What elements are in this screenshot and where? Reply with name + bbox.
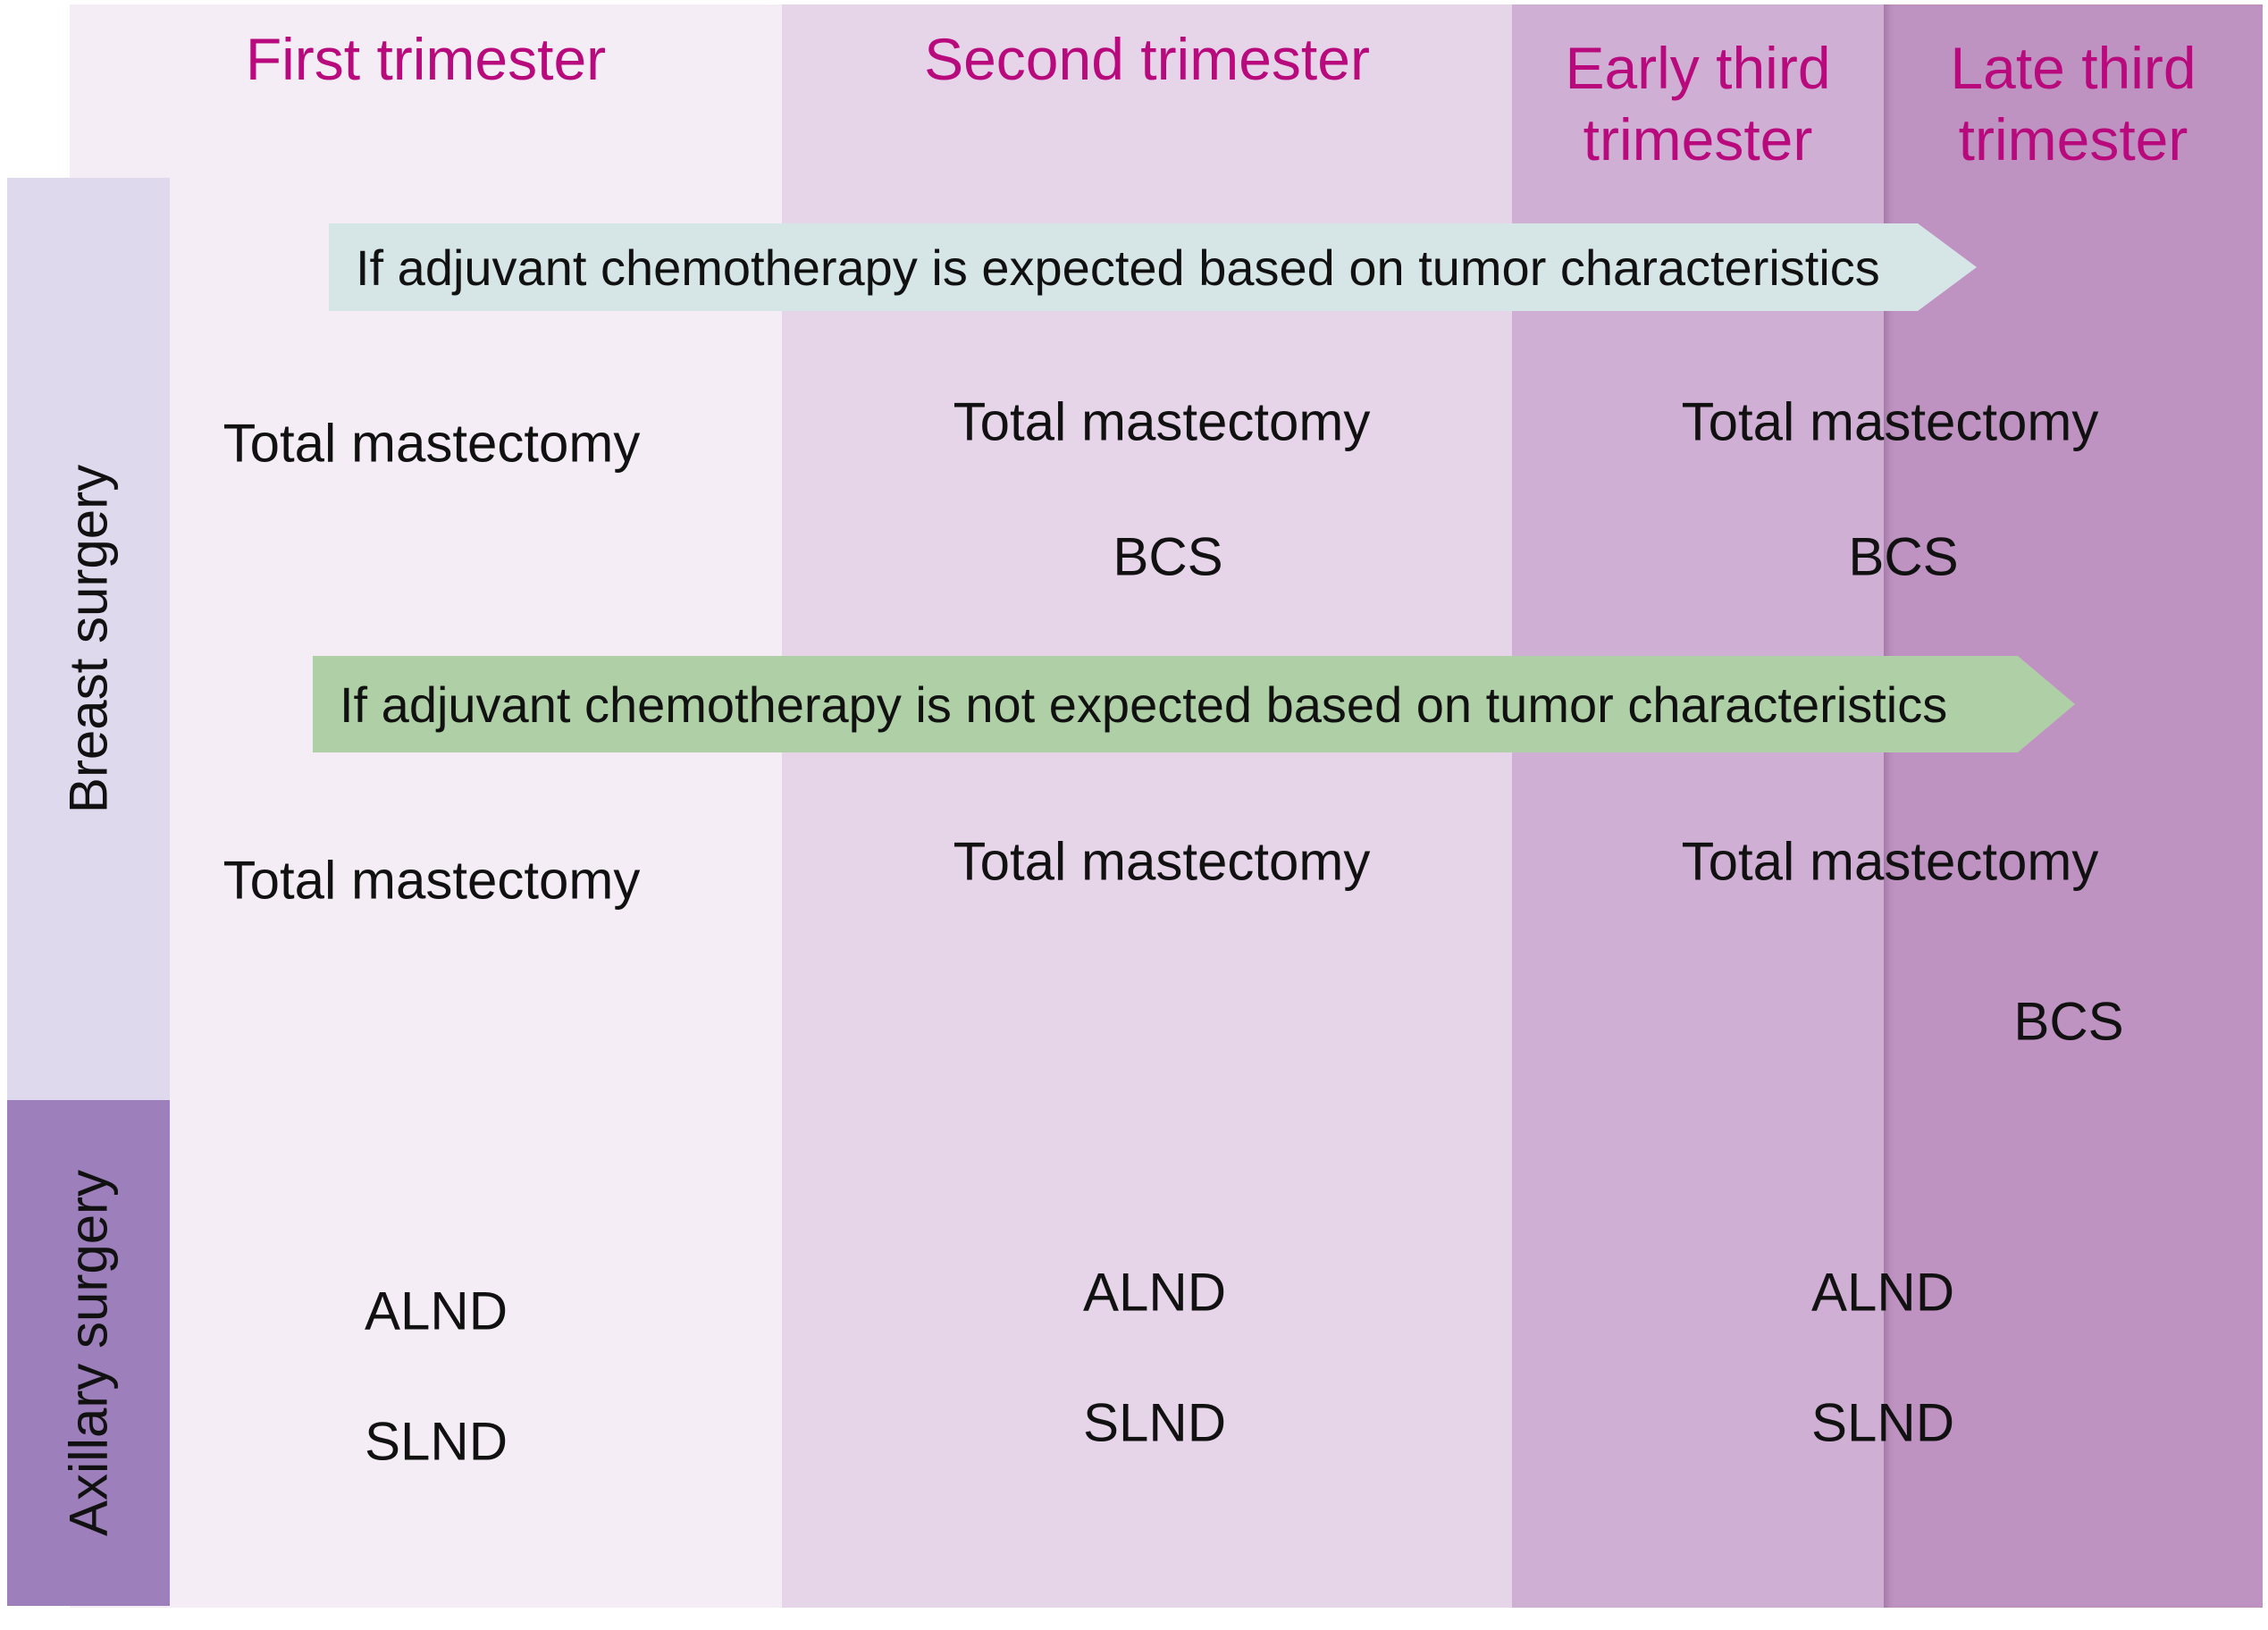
cell-breast-notexpected-first-total-mastectomy: Total mastectomy [223,850,641,911]
cell-axillary-third-slnd: SLND [1810,1392,1955,1453]
rowgroup-breast-surgery: Breast surgery [7,178,170,1100]
header-early-third-trimester: Early third trimester [1565,35,1831,172]
cell-breast-expected-first-total-mastectomy: Total mastectomy [223,413,641,474]
header-late-third-trimester: Late third trimester [1950,35,2197,172]
cell-breast-notexpected-late-third-bcs: BCS [2013,991,2124,1052]
cell-breast-expected-third-total-mastectomy: Total mastectomy [1681,391,2099,452]
banner-chemo-not-expected: If adjuvant chemotherapy is not expected… [313,656,2075,752]
arrow-right-icon [2018,656,2075,752]
header-first-trimester: First trimester [245,26,607,92]
banner-chemo-expected: If adjuvant chemotherapy is expected bas… [329,223,1977,311]
cell-axillary-third-alnd: ALND [1810,1262,1955,1323]
cell-breast-notexpected-second-total-mastectomy: Total mastectomy [953,831,1371,892]
rowgroup-axillary-surgery-label: Axillary surgery [58,1169,119,1537]
cell-axillary-second-alnd: ALND [1082,1262,1227,1323]
cell-breast-expected-second-bcs: BCS [1113,526,1223,587]
rowgroup-breast-surgery-label: Breast surgery [58,464,119,814]
cell-axillary-first-alnd: ALND [364,1281,508,1341]
cell-axillary-second-slnd: SLND [1082,1392,1227,1453]
banner-chemo-not-expected-text: If adjuvant chemotherapy is not expected… [340,676,1948,733]
header-second-trimester: Second trimester [924,26,1370,92]
rowgroup-axillary-surgery: Axillary surgery [7,1100,170,1606]
cell-breast-notexpected-third-total-mastectomy: Total mastectomy [1681,831,2099,892]
banner-chemo-expected-text: If adjuvant chemotherapy is expected bas… [356,239,1880,296]
cell-breast-expected-third-bcs: BCS [1848,526,1959,587]
arrow-right-icon [1918,223,1977,311]
cell-breast-expected-second-total-mastectomy: Total mastectomy [953,391,1371,452]
cell-axillary-first-slnd: SLND [364,1411,508,1472]
